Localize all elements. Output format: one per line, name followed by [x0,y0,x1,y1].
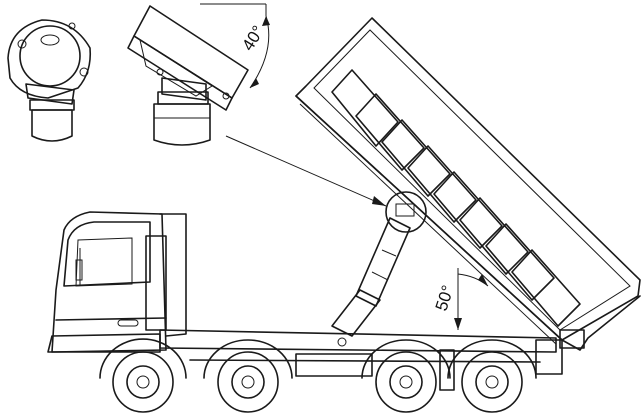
ram-angle-label: 40° [238,22,268,54]
dump-body [295,17,641,351]
wheel-front-2 [203,339,293,413]
magnified-joint-circle [385,191,427,233]
wheel-rear-2 [447,339,537,413]
detail-leader-line [225,135,387,207]
truck-chassis [159,329,563,391]
hydraulic-ram [331,217,411,337]
ball-joint-detail [7,19,92,142]
ram-head-detail: 40° [127,3,270,146]
truck-cab [47,211,187,353]
tilt-angle-dimension: 50° [432,268,489,330]
wheel-rear-1 [361,339,451,413]
wheel-front-1 [99,338,187,413]
tilt-angle-label: 50° [432,283,458,313]
